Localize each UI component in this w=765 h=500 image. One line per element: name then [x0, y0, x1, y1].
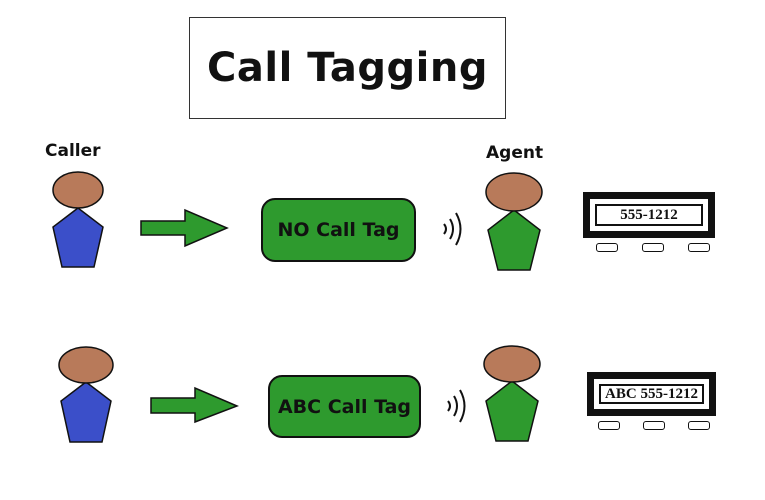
agent-head — [485, 172, 543, 212]
phone-key — [688, 421, 710, 430]
caller-label: Caller — [45, 141, 101, 161]
agent-label: Agent — [486, 143, 544, 163]
call-tag-label: NO Call Tag — [277, 219, 400, 241]
call-tag-label: ABC Call Tag — [277, 395, 412, 418]
phone-display-text: ABC 555-1212 — [599, 384, 704, 404]
phone-key — [643, 421, 665, 430]
caller-figure — [58, 346, 114, 443]
arrow-icon — [150, 386, 239, 424]
agent-figure — [483, 345, 541, 442]
caller-body — [60, 381, 112, 443]
caller-head — [58, 346, 114, 384]
call-tag-box: ABC Call Tag — [268, 375, 421, 438]
phone-display: 555-1212 — [583, 192, 715, 238]
phone-key — [688, 243, 710, 252]
caller-head — [52, 171, 104, 209]
caller-figure — [52, 171, 104, 268]
call-tag-box: NO Call Tag — [261, 198, 416, 262]
caller-body — [52, 207, 104, 268]
agent-head — [483, 345, 541, 383]
sound-waves-icon — [447, 389, 466, 423]
agent-figure — [485, 172, 543, 271]
phone-key — [596, 243, 618, 252]
sound-waves-icon — [443, 212, 462, 246]
title-box: Call Tagging — [189, 17, 506, 119]
phone-display: ABC 555-1212 — [587, 372, 716, 416]
agent-body — [487, 209, 541, 271]
phone-key — [598, 421, 620, 430]
diagram-title: Call Tagging — [207, 45, 488, 91]
arrow-icon — [140, 208, 229, 248]
phone-key — [642, 243, 664, 252]
agent-body — [485, 380, 539, 442]
phone-display-text: 555-1212 — [595, 204, 703, 226]
